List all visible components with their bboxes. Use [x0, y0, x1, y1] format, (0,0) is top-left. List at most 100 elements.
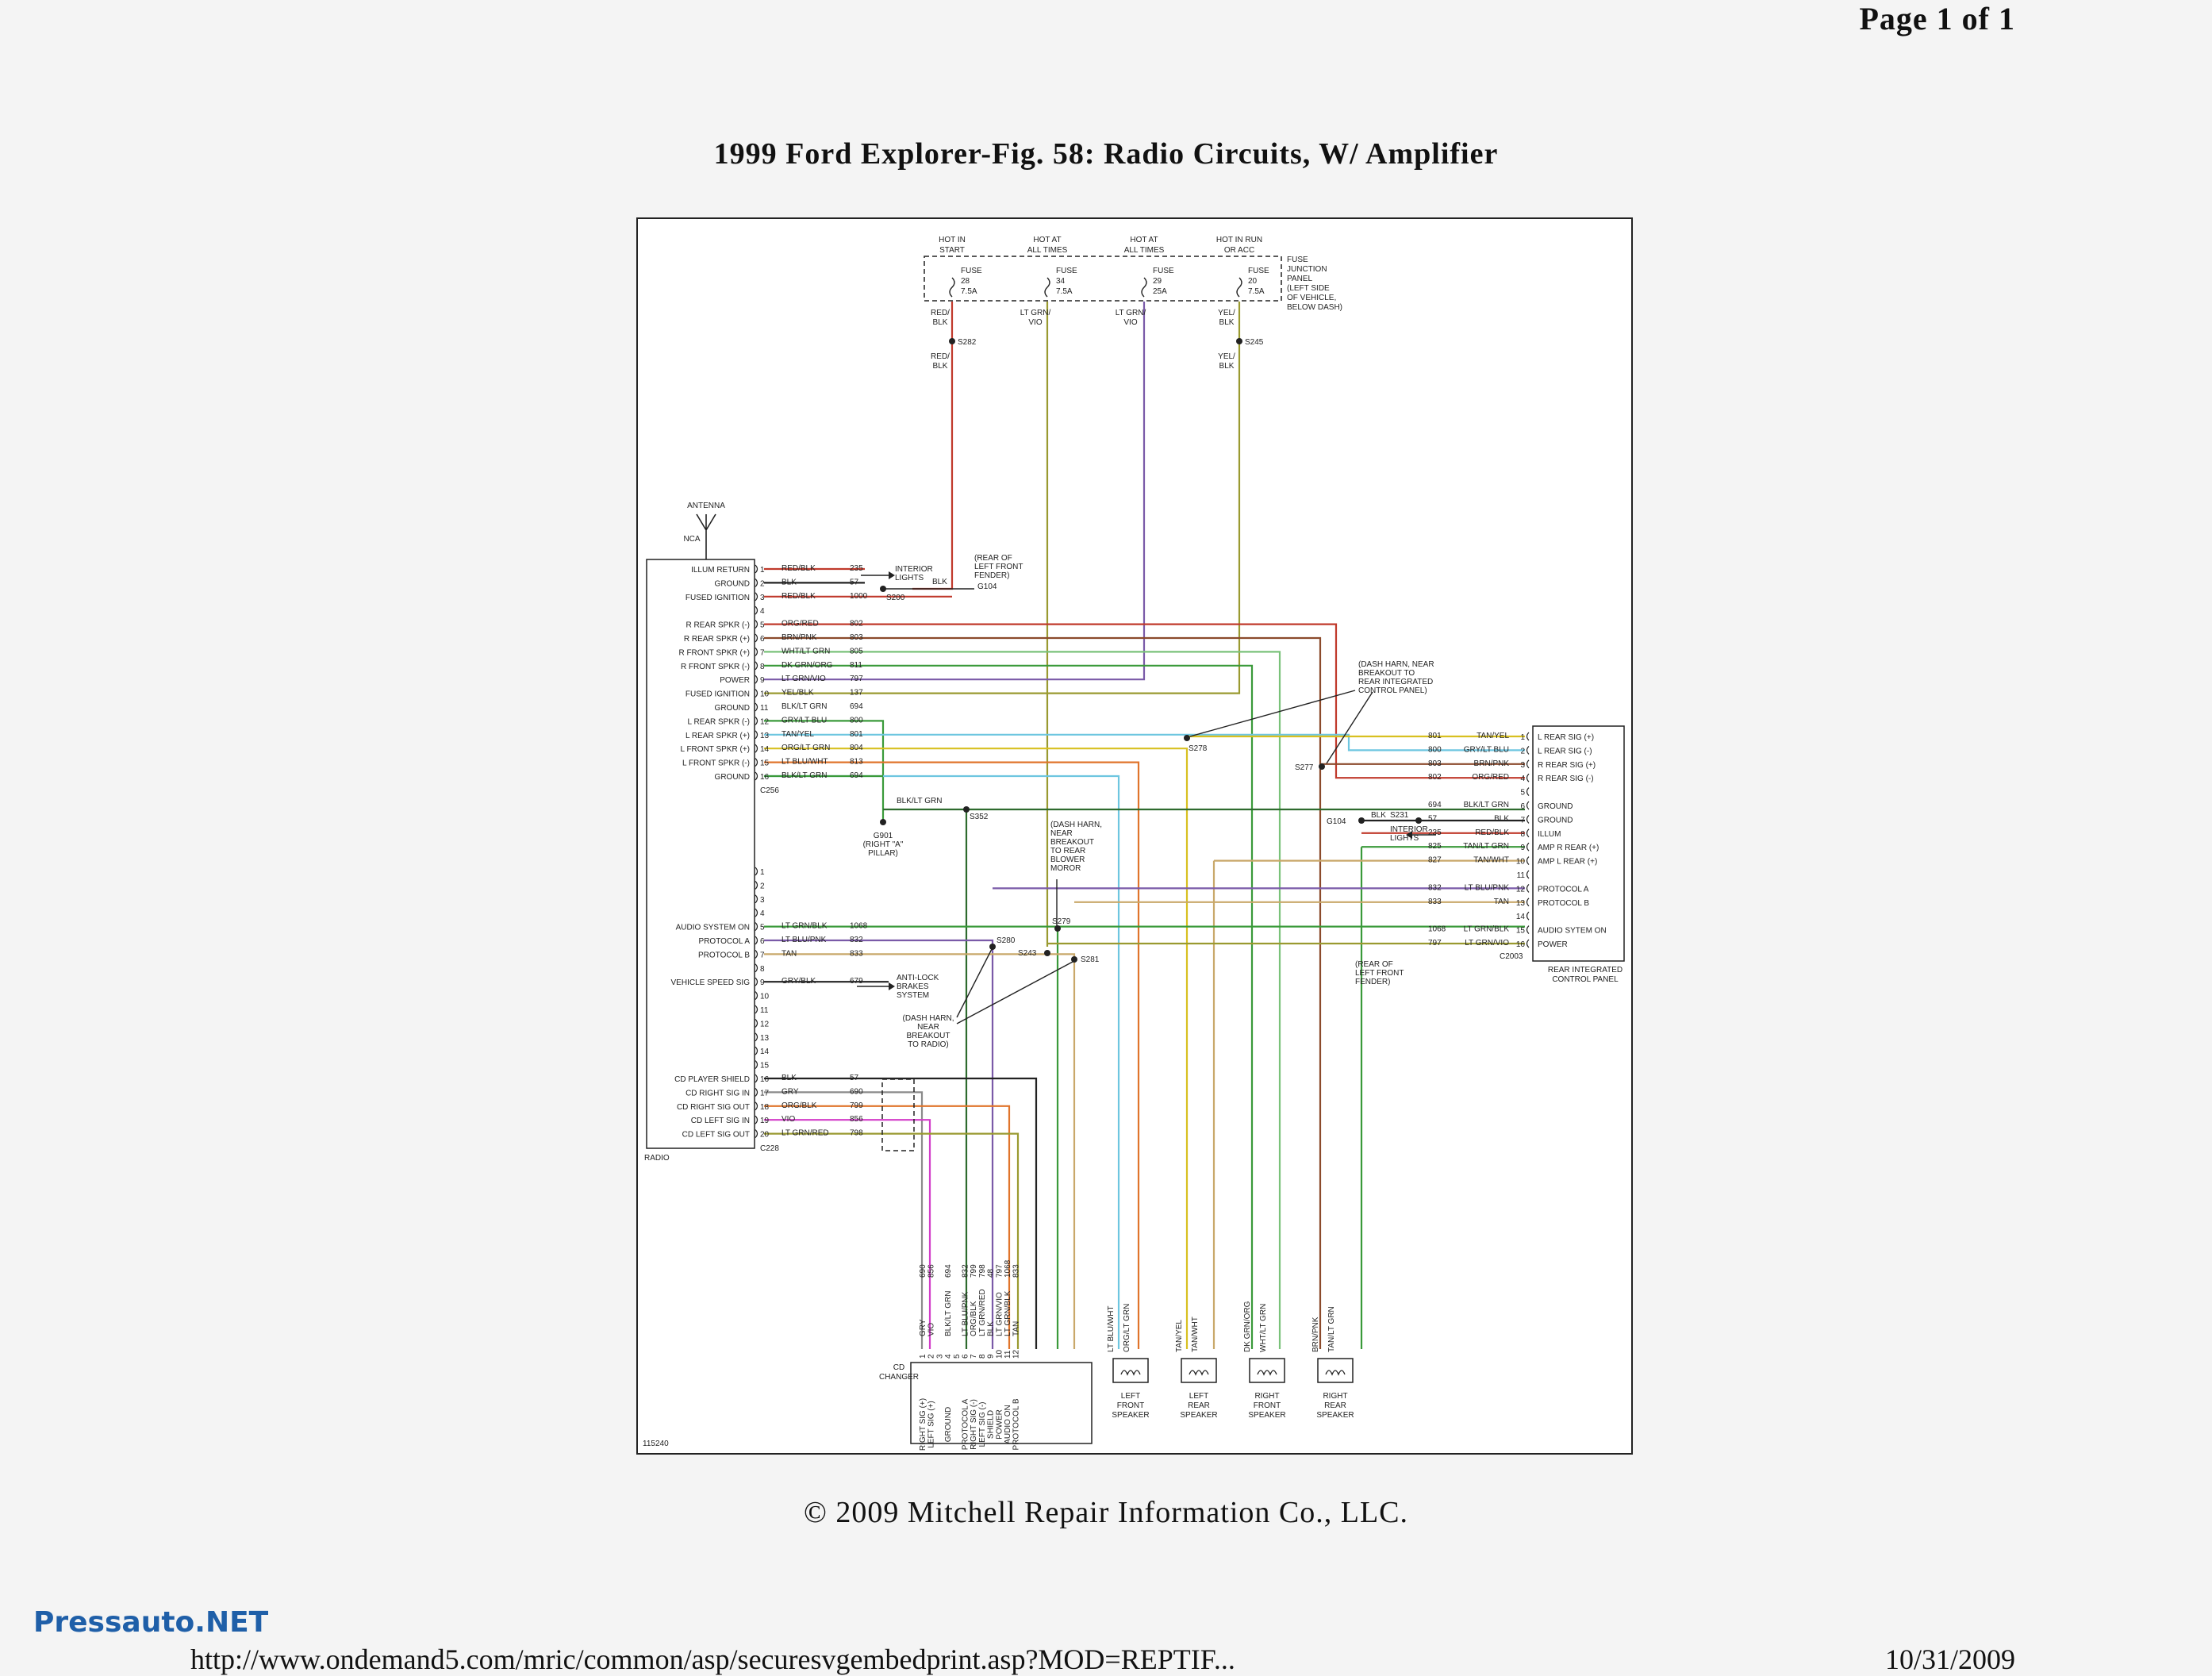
radio-pin-function: CD LEFT SIG OUT	[682, 1131, 750, 1140]
wire-833	[764, 953, 1076, 1349]
connector-label: C256	[760, 786, 779, 795]
rear-panel-pin-circuit: 801	[1428, 732, 1442, 740]
radio-pin-number: 6	[760, 635, 765, 644]
c256-pin	[755, 758, 758, 767]
rear-panel-pin-color: RED/BLK	[1475, 828, 1509, 837]
wire-color-label: BLK	[1219, 362, 1235, 371]
ground-label: PILLAR)	[868, 849, 898, 858]
radio-pin-function: FUSED IGNITION	[685, 690, 750, 699]
rear-panel-pin-function: PROTOCOL A	[1538, 885, 1589, 894]
rear-panel-pin	[1526, 898, 1530, 907]
radio-pin-color: TAN/YEL	[781, 730, 814, 739]
leader-line	[1189, 690, 1356, 737]
fuse-label: FUSE	[1153, 267, 1174, 275]
interior-lights-label: LIGHTS	[1390, 834, 1419, 843]
radio-pin-number: 19	[760, 1117, 770, 1125]
rear-panel-pin-number: 11	[1517, 871, 1526, 880]
radio-pin-number: 2	[760, 882, 765, 890]
radio-pin-function: L FRONT SPKR (+)	[680, 745, 750, 754]
cd-changer-pin-number: 8	[978, 1354, 987, 1359]
radio-pin-color: LT BLU/PNK	[781, 936, 827, 944]
radio-pin-number: 8	[760, 965, 765, 974]
wire-color-label: BLK/LT GRN	[897, 797, 942, 805]
c256-pin	[755, 564, 758, 574]
radio-pin-color: WHT/LT GRN	[781, 647, 830, 655]
rear-panel-pin	[1526, 911, 1530, 921]
cd-changer-pin-function: PROTOCOL A	[962, 1398, 970, 1450]
radio-pin-color: TAN	[781, 949, 797, 958]
radio-pin-number: 3	[760, 594, 765, 602]
rear-panel-pin-function: GROUND	[1538, 802, 1573, 811]
leader-line	[1326, 691, 1373, 764]
radio-pin-number: 15	[760, 1062, 770, 1071]
speaker-label: RIGHT	[1254, 1392, 1279, 1401]
cd-changer-pin-number: 7	[970, 1354, 978, 1359]
antenna-icon	[696, 513, 716, 559]
radio-pin-color: LT GRN/BLK	[781, 922, 828, 931]
speaker-label: LEFT	[1121, 1392, 1140, 1401]
rear-panel-pin-circuit: 57	[1428, 814, 1438, 823]
cd-changer-pin-number: 10	[995, 1349, 1004, 1359]
cd-changer-pin-color: LT GRN/BLK	[1004, 1290, 1012, 1336]
rear-panel-pin-number: 15	[1516, 927, 1526, 936]
rear-panel-pin-number: 1	[1520, 733, 1525, 742]
rear-panel-pin-circuit: 833	[1428, 898, 1442, 906]
radio-pin-number: 8	[760, 663, 765, 671]
rear-panel-pin	[1526, 787, 1530, 797]
radio-pin-function: CD RIGHT SIG OUT	[677, 1103, 750, 1112]
rear-panel-pin-function: ILLUM	[1538, 830, 1561, 839]
wire-color-label: BLK	[1371, 811, 1386, 820]
radio-pin-color: YEL/BLK	[781, 689, 814, 698]
cd-changer-pin-circuit: 48	[987, 1268, 996, 1278]
fuse-label: 7.5A	[961, 287, 977, 296]
radio-pin-function: R FRONT SPKR (-)	[681, 663, 750, 671]
cd-changer-pin-color: BLK/LT GRN	[944, 1291, 953, 1336]
rear-panel-pin-color: GRY/LT BLU	[1464, 745, 1509, 754]
cd-changer-pin-circuit: 856	[927, 1264, 936, 1278]
rear-panel-pin-function: POWER	[1538, 940, 1568, 949]
c256-pin	[755, 620, 758, 629]
fuse-label: 29	[1153, 277, 1162, 286]
rear-panel-pin-number: 5	[1520, 789, 1525, 798]
footer-url[interactable]: http://www.ondemand5.com/mric/common/asp…	[190, 1643, 1235, 1675]
radio-pin-function: R REAR SPKR (+)	[684, 635, 750, 644]
radio-pin-function: PROTOCOL A	[699, 937, 751, 946]
rear-panel-pin-color: BLK	[1494, 814, 1509, 823]
fuse-junction-panel	[924, 256, 1282, 302]
c256-pin	[755, 578, 758, 587]
cd-changer-pin-number: 1	[919, 1354, 927, 1359]
splice-label: S280	[997, 936, 1016, 945]
c228-pin	[755, 1101, 758, 1111]
cd-changer-pin-function: SHIELD	[987, 1410, 996, 1439]
cd-changer-pin-color: LT GRN/VIO	[995, 1292, 1004, 1336]
wire-694-ground	[764, 720, 885, 822]
splice-dot	[1054, 925, 1061, 932]
radio-pin-circuit: 804	[850, 744, 863, 752]
cd-changer-pin-color: LT BLU/PNK	[962, 1291, 970, 1336]
cd-changer-pin-number: 11	[1004, 1350, 1012, 1359]
cd-changer-pin-function: POWER	[995, 1409, 1004, 1440]
radio-pin-circuit: 57	[850, 1074, 859, 1082]
rear-panel-pin-number: 10	[1516, 858, 1526, 867]
ground-label: G104	[1327, 817, 1346, 826]
rear-panel-pin-circuit: 825	[1428, 842, 1442, 851]
rear-panel-pin-number: 16	[1516, 940, 1526, 949]
rear-panel-pin-function: AMP L REAR (+)	[1538, 858, 1597, 867]
wire-color-label: BLK	[1219, 318, 1235, 327]
wire-color-label: LT GRN/	[1020, 309, 1051, 317]
radio-pin-number: 15	[760, 759, 770, 768]
radio-pin-number: 12	[760, 1020, 770, 1028]
rear-panel-pin-color: BLK/LT GRN	[1464, 801, 1509, 809]
rear-panel-pin	[1526, 856, 1530, 866]
radio-pin-number: 16	[760, 773, 770, 782]
cd-changer-pin-color: TAN	[1012, 1321, 1021, 1336]
c256-pin	[755, 771, 758, 781]
rear-panel-pin-function: GROUND	[1538, 816, 1573, 825]
c228-pin	[755, 1018, 758, 1028]
rear-panel-pin-function: AUDIO SYTEM ON	[1538, 927, 1607, 936]
leader-line	[956, 948, 993, 1018]
wire-color-label: RED/	[931, 352, 950, 361]
wire-801	[764, 748, 1189, 1349]
location-note: FENDER)	[1355, 978, 1390, 986]
